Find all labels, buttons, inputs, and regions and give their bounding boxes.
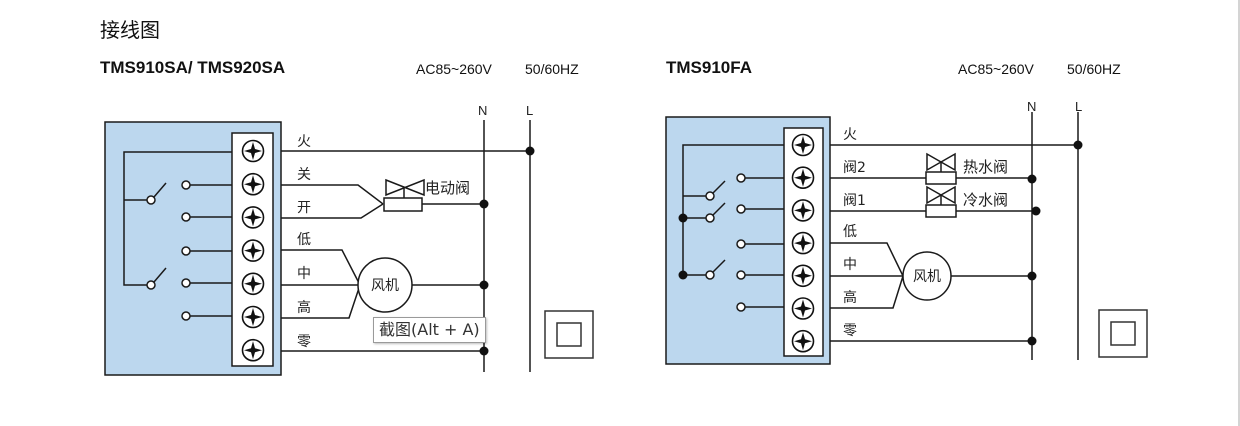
model-title-left: TMS910SA/ TMS920SA: [100, 58, 286, 77]
terminal-screw-icon: [791, 166, 815, 189]
fan-label: 风机: [371, 278, 399, 294]
terminal-label: 低: [297, 232, 311, 248]
voltage-right: AC85~260V: [958, 61, 1034, 77]
terminal-labels: 火 关 开 低 中 高 零: [297, 134, 311, 350]
bus-label-n: N: [1027, 99, 1036, 114]
terminal-screw-icon: [241, 239, 265, 262]
switch-contacts: [146, 180, 191, 321]
diagram-left: N L 火 关 开 低 中 高 零 电动阀 风机: [104, 103, 594, 376]
terminal-screw-icon: [241, 272, 265, 296]
external-wiring: [281, 120, 531, 372]
external-wiring: [830, 112, 1079, 360]
double-insulation-icon: [1098, 309, 1148, 358]
terminal-label: 阀2: [843, 160, 866, 176]
cold-water-valve-label: 冷水阀: [963, 191, 1008, 209]
internal-wiring: [682, 144, 784, 308]
terminal-screw-icon: [241, 139, 265, 163]
switch-contacts: [705, 173, 746, 312]
terminal-label: 零: [297, 334, 311, 350]
terminal-label: 高: [843, 289, 857, 306]
terminal-screw-icon: [241, 305, 265, 329]
frequency-left: 50/60HZ: [525, 61, 579, 77]
terminal-screw-icon: [791, 231, 815, 255]
terminal-label: 中: [297, 266, 311, 282]
frequency-right: 50/60HZ: [1067, 61, 1121, 77]
terminal-screw-icon: [791, 297, 815, 320]
terminal-screw-icon: [791, 329, 815, 353]
diagram-right: N L 火 阀2 阀1 低 中 高 零 热水阀 冷水阀 风机: [665, 99, 1148, 365]
bus-label-l: L: [1075, 99, 1082, 114]
terminal-label: 阀1: [843, 193, 866, 209]
terminal-label: 火: [843, 127, 857, 143]
double-insulation-icon: [544, 310, 594, 359]
scrollbar[interactable]: [1238, 0, 1240, 426]
junction-dots: [678, 213, 688, 280]
screenshot-tooltip: 截图(Alt + A): [373, 317, 486, 343]
terminal-label: 火: [297, 134, 311, 150]
terminal-label: 开: [297, 200, 311, 216]
terminal-label: 关: [297, 167, 311, 183]
bus-label-n: N: [478, 103, 487, 118]
voltage-left: AC85~260V: [416, 61, 492, 77]
terminal-labels: 火 阀2 阀1 低 中 高 零: [843, 127, 866, 339]
terminal-label: 低: [843, 224, 857, 240]
terminal-screw-icon: [241, 206, 265, 229]
model-title-right: TMS910FA: [666, 58, 752, 77]
terminal-screw-icon: [791, 199, 815, 222]
terminal-screw-icon: [791, 264, 815, 288]
terminal-label: 高: [297, 299, 311, 316]
terminal-screw-icon: [241, 338, 265, 362]
valve-label: 电动阀: [425, 179, 470, 197]
hot-water-valve-label: 热水阀: [963, 158, 1008, 176]
terminal-label: 零: [843, 323, 857, 339]
junction-dots: [479, 146, 535, 356]
internal-wiring: [123, 151, 232, 317]
terminal-screw-icon: [241, 172, 265, 196]
fan-label: 风机: [913, 269, 941, 285]
junction-dots: [1027, 140, 1083, 346]
terminal-screw-icon: [791, 133, 815, 157]
page-title: 接线图: [100, 18, 160, 42]
terminal-label: 中: [843, 257, 857, 273]
bus-label-l: L: [526, 103, 533, 118]
